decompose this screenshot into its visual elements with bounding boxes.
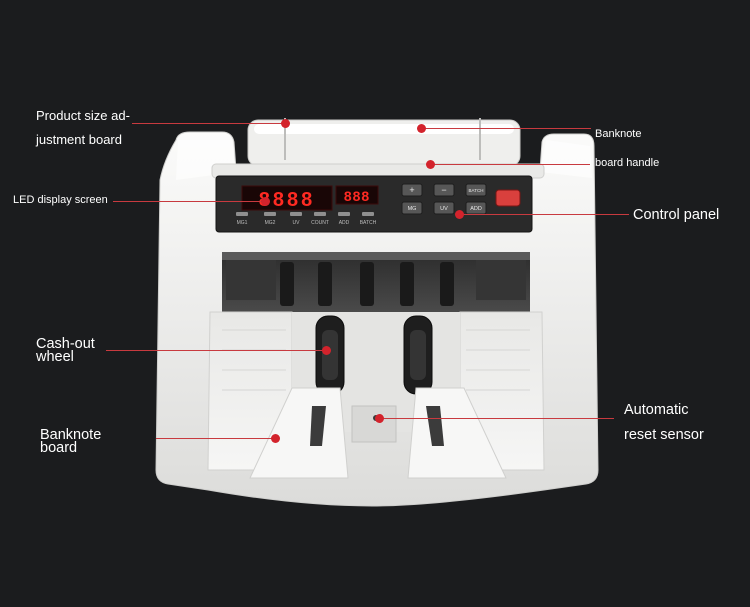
leader-line [132,123,284,124]
indicator-light [314,212,326,216]
label-control-panel: Control panel [633,207,720,223]
svg-text:−: − [441,185,446,195]
indicator-light [362,212,374,216]
feed-mechanism [222,252,530,312]
label-banknote-board: Banknote board [40,427,102,456]
svg-text:+: + [409,185,414,195]
indicator-label: BATCH [360,220,377,226]
indicator-label: UV [293,220,301,226]
indicator-light [338,212,350,216]
leader-line [459,214,629,215]
panel-button-uv: UV [433,201,455,215]
callout-dot [321,345,331,355]
callout-dot [270,433,280,443]
leader-line [106,350,326,351]
indicator-light [236,212,248,216]
callout-dot [416,123,426,133]
indicator-light [290,212,302,216]
label-banknote: Banknote [595,128,642,140]
led-display-batch [335,185,379,205]
leader-line [430,164,590,165]
callout-dot [260,196,270,206]
svg-text:MG: MG [408,206,417,212]
panel-button-power [495,189,521,207]
label-automatic-reset-sensor: Automatic reset sensor [624,402,704,443]
callout-dot [280,118,290,128]
callout-dot [454,209,464,219]
panel-button-batch: BATCH [465,183,487,197]
label-cash-out-wheel: Cash-out wheel [36,336,95,365]
label-size-adjustment-board: Product size ad- justment board [36,108,130,147]
banknote-hopper [247,118,521,167]
callout-dot [425,159,435,169]
indicator-label: ADD [339,220,350,226]
svg-text:UV: UV [440,206,448,212]
leader-line [379,418,614,419]
panel-button-minus: − [433,183,455,197]
leader-line [421,128,591,129]
svg-text:BATCH: BATCH [469,188,484,193]
indicator-label: MG2 [265,220,276,226]
indicator-label: COUNT [311,220,329,226]
panel-button-plus: + [401,183,423,197]
callout-dot [374,413,384,423]
led-batch-digits: 888 [344,188,370,204]
led-main-digits: 8888 [259,189,316,211]
control-panel: 8888 888 MG1 MG2 UV COUNT ADD BATCH + − [215,175,533,233]
indicator-light [264,212,276,216]
leader-line [156,438,274,439]
panel-button-add: ADD [465,201,487,215]
panel-button-mg: MG [401,201,423,215]
leader-line [113,201,264,202]
label-led-display-screen: LED display screen [13,194,108,206]
cash-out-wheel [315,315,433,395]
label-board-handle: board handle [595,157,660,169]
indicator-row: MG1 MG2 UV COUNT ADD BATCH [236,212,377,226]
svg-text:ADD: ADD [470,206,482,212]
reset-sensor-window [351,405,397,443]
banknote-guide [249,387,507,479]
indicator-label: MG1 [237,220,248,226]
led-display-main [241,185,333,211]
